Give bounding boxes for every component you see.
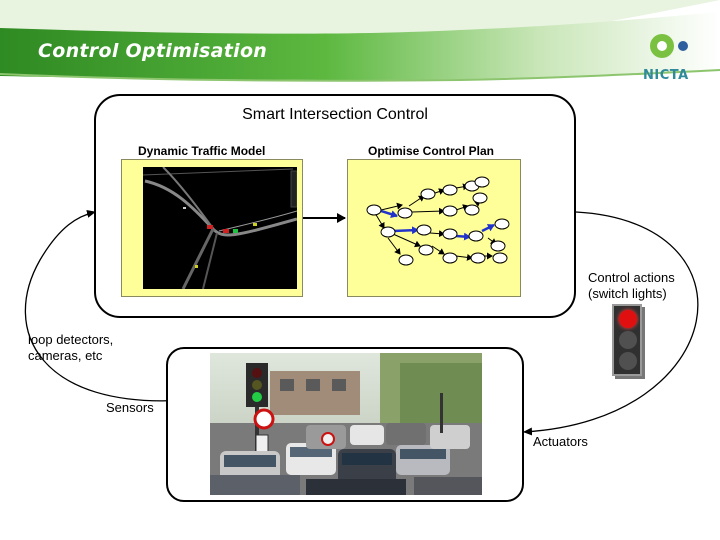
control-actions-label: Control actions (switch lights): [588, 270, 675, 302]
sensors-label: Sensors: [106, 400, 154, 415]
traffic-light-icon: [612, 304, 642, 376]
logo-text: NICTA: [643, 68, 689, 83]
nicta-logo-icon: [650, 34, 688, 58]
dynamic-traffic-model-label: Dynamic Traffic Model: [138, 144, 266, 158]
street-traffic-photo: [210, 353, 482, 495]
loop-detectors-line2: cameras, etc: [28, 348, 103, 363]
actuators-label: Actuators: [533, 434, 588, 449]
slide-title: Control Optimisation: [38, 40, 268, 62]
optimise-control-plan-label: Optimise Control Plan: [368, 144, 495, 158]
frame-title: Smart Intersection Control: [242, 106, 428, 123]
loop-detectors-line1: loop detectors,: [28, 332, 114, 347]
control-actions-line2: (switch lights): [588, 286, 667, 301]
red-lamp: [619, 310, 637, 328]
loop-detectors-label: loop detectors, cameras, etc: [28, 332, 113, 364]
control-plan-panel: [347, 159, 521, 297]
traffic-simulation-image: [143, 167, 297, 289]
header-band: [0, 0, 720, 95]
amber-lamp: [619, 331, 637, 349]
control-actions-line1: Control actions: [588, 270, 675, 285]
green-lamp: [619, 352, 637, 370]
